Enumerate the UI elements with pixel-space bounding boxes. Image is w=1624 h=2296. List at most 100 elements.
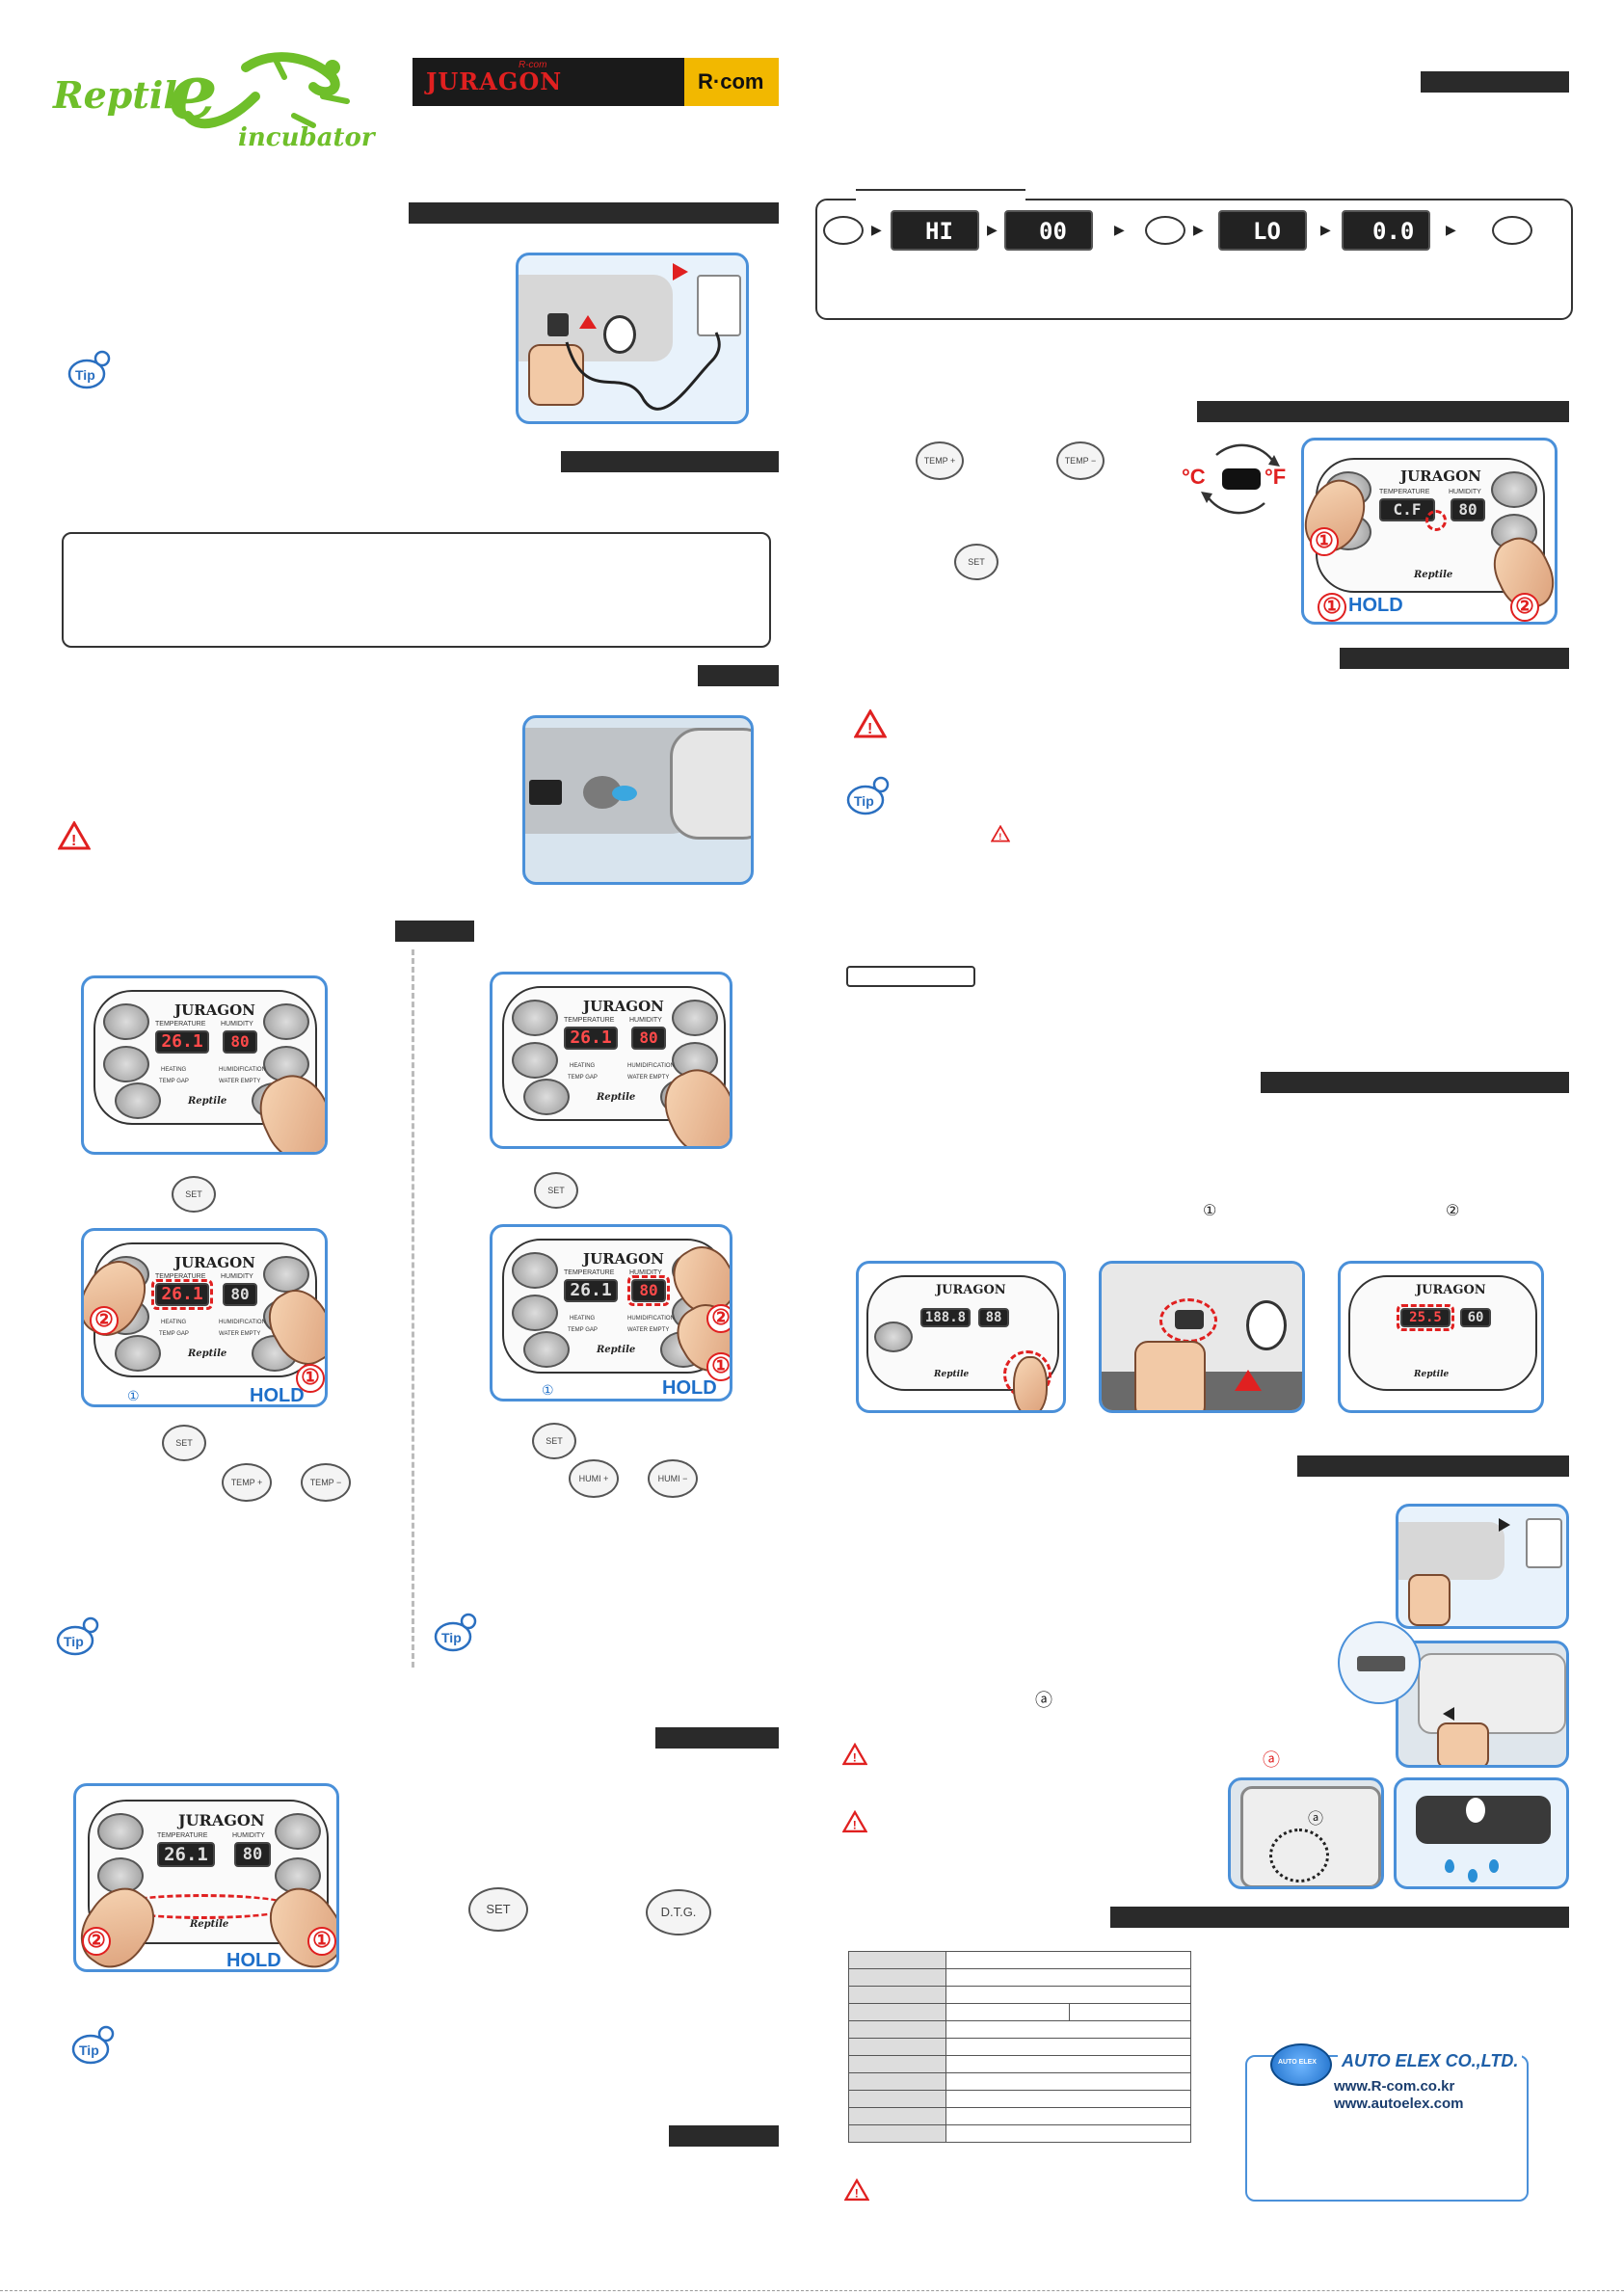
- temp-plus-knob[interactable]: [97, 1813, 144, 1850]
- set-knob[interactable]: [523, 1331, 570, 1368]
- juragon-banner: JURAGON R-com R·com: [413, 58, 779, 106]
- watering-jug-icon: [670, 728, 751, 840]
- humi-display: 88: [978, 1308, 1009, 1327]
- humidity-label: HUMIDITY: [221, 1021, 253, 1028]
- zoom-circle: [1338, 1621, 1421, 1704]
- reset-panel-1: JURAGON 188.8 88 Reptile: [856, 1261, 1066, 1413]
- egg-icon: [1246, 1300, 1287, 1350]
- temp-gap-label: TEMP GAP: [159, 1331, 189, 1337]
- table-row: [848, 1968, 1191, 1987]
- humi-display: 60: [1460, 1308, 1491, 1327]
- black-arrow-icon: [1499, 1518, 1510, 1532]
- display-seq-1-value: HI: [925, 218, 953, 245]
- water-empty-label: WATER EMPTY: [627, 1075, 670, 1081]
- temp-plus-knob[interactable]: [512, 1000, 558, 1036]
- step-1-note: ①: [1203, 1203, 1217, 1219]
- humi-plus-knob[interactable]: [263, 1003, 309, 1040]
- hand-icon: [1408, 1574, 1451, 1626]
- maker-logo: Reptile: [188, 1348, 227, 1359]
- section-bar-left-5: [655, 1727, 779, 1749]
- section-bar-right-6: [1110, 1907, 1569, 1928]
- heating-label: HEATING: [161, 1320, 187, 1325]
- red-right-arrow-icon: [673, 263, 688, 280]
- company-url-2: www.autoelex.com: [1334, 2096, 1464, 2112]
- red-up-arrow-icon: [579, 315, 597, 329]
- water-empty-label: WATER EMPTY: [219, 1079, 261, 1084]
- step-2-marker: ②: [706, 1304, 730, 1333]
- humi-plus-knob[interactable]: [1491, 471, 1537, 508]
- tip-icon: Tip: [56, 1615, 102, 1656]
- humi-display: 80: [223, 1283, 257, 1306]
- panel-brand: JURAGON: [174, 1254, 255, 1271]
- humi-plus-button-label: HUMI +: [569, 1459, 619, 1498]
- maker-logo: Reptile: [597, 1092, 636, 1103]
- hold-label: HOLD: [226, 1950, 281, 1971]
- panel-brand: JURAGON: [583, 998, 664, 1015]
- control-panel-a: JURAGON TEMPERATURE HUMIDITY 26.1 80 HEA…: [81, 975, 328, 1155]
- svg-text:Tip: Tip: [79, 2042, 99, 2058]
- humi-display: 80: [223, 1030, 257, 1054]
- humidity-label: HUMIDITY: [1449, 489, 1481, 495]
- control-panel-f: JURAGON TEMPERATURE HUMIDITY C.F 80 Rept…: [1301, 438, 1557, 625]
- humi-plus-knob[interactable]: [263, 1256, 309, 1293]
- table-row: [848, 2072, 1191, 2091]
- sequence-arrow-icon: ▶: [1193, 222, 1204, 237]
- water-drop-icon: [1445, 1859, 1454, 1873]
- control-face: JURAGON 25.5 60 Reptile: [1348, 1275, 1537, 1391]
- display-seq-3: LO: [1218, 210, 1307, 251]
- company-badge-text: AUTO ELEX: [1278, 2059, 1317, 2066]
- rcom-wordmark: R·com: [698, 69, 764, 93]
- section-bar-right-5: [1297, 1455, 1569, 1477]
- control-panel-e: JURAGON TEMPERATURE HUMIDITY 26.1 80 Rep…: [73, 1783, 339, 1972]
- display-sequence-tab: [856, 189, 1025, 204]
- svg-text:Tip: Tip: [441, 1630, 462, 1645]
- water-drop-icon: [1468, 1869, 1478, 1882]
- set-button-label: SET: [534, 1172, 578, 1209]
- temp-minus-knob[interactable]: [512, 1295, 558, 1331]
- set-button-label: SET: [172, 1176, 216, 1213]
- sequence-arrow-icon: ▶: [871, 222, 882, 237]
- step-1-marker: ①: [1310, 527, 1339, 556]
- power-jack-icon: [1175, 1310, 1204, 1329]
- temp-minus-knob[interactable]: [103, 1046, 149, 1082]
- logo-text-reptil: Reptil: [53, 73, 177, 117]
- logo-text-incubator: incubator: [238, 123, 375, 152]
- dtg-button-label: D.T.G.: [646, 1889, 711, 1936]
- temp-display: 26.1: [157, 1842, 215, 1867]
- humidity-label: HUMIDITY: [221, 1273, 253, 1280]
- temp-minus-knob[interactable]: [874, 1322, 913, 1352]
- fahrenheit-label: °F: [1265, 465, 1287, 489]
- temp-gap-label: TEMP GAP: [568, 1075, 598, 1081]
- celsius-label: °C: [1182, 465, 1206, 489]
- black-arrow-icon: [1443, 1707, 1454, 1721]
- reset-panel-2: [1099, 1261, 1305, 1413]
- control-face: JURAGON TEMPERATURE HUMIDITY 26.1 80 HEA…: [502, 986, 726, 1121]
- maker-logo: Reptile: [597, 1345, 636, 1355]
- cycle-arrows-icon: [1201, 443, 1280, 515]
- svg-text:!: !: [71, 833, 76, 849]
- sequence-arrow-icon: ▶: [1320, 222, 1331, 237]
- temp-plus-knob[interactable]: [512, 1252, 558, 1289]
- maker-logo: Reptile: [1414, 1370, 1450, 1379]
- display-seq-3-value: LO: [1253, 218, 1281, 245]
- set-knob[interactable]: [115, 1335, 161, 1372]
- warning-icon-small: !: [991, 825, 1010, 842]
- humi-plus-knob[interactable]: [672, 1000, 718, 1036]
- humi-plus-knob[interactable]: [275, 1813, 321, 1850]
- humidification-label: HUMIDIFICATION: [219, 1320, 266, 1325]
- mini-display-icon: [529, 780, 562, 805]
- sequence-end-circle: [1492, 216, 1532, 245]
- temp-display: 25.5: [1400, 1308, 1451, 1327]
- section-bar-right-3: [1340, 648, 1569, 669]
- temp-plus-knob[interactable]: [103, 1003, 149, 1040]
- set-knob[interactable]: [115, 1082, 161, 1119]
- temp-minus-knob[interactable]: [512, 1042, 558, 1079]
- sequence-arrow-icon: ▶: [1446, 222, 1456, 237]
- marker-a-in-drawing: ⓐ: [1308, 1811, 1324, 1828]
- connector-icon: [1357, 1656, 1405, 1671]
- step-2-note: ②: [1446, 1203, 1460, 1219]
- section-bar-left-4: [395, 921, 474, 942]
- temp-display: 26.1: [155, 1283, 209, 1306]
- wall-outlet-icon: [1526, 1518, 1562, 1568]
- set-knob[interactable]: [523, 1079, 570, 1115]
